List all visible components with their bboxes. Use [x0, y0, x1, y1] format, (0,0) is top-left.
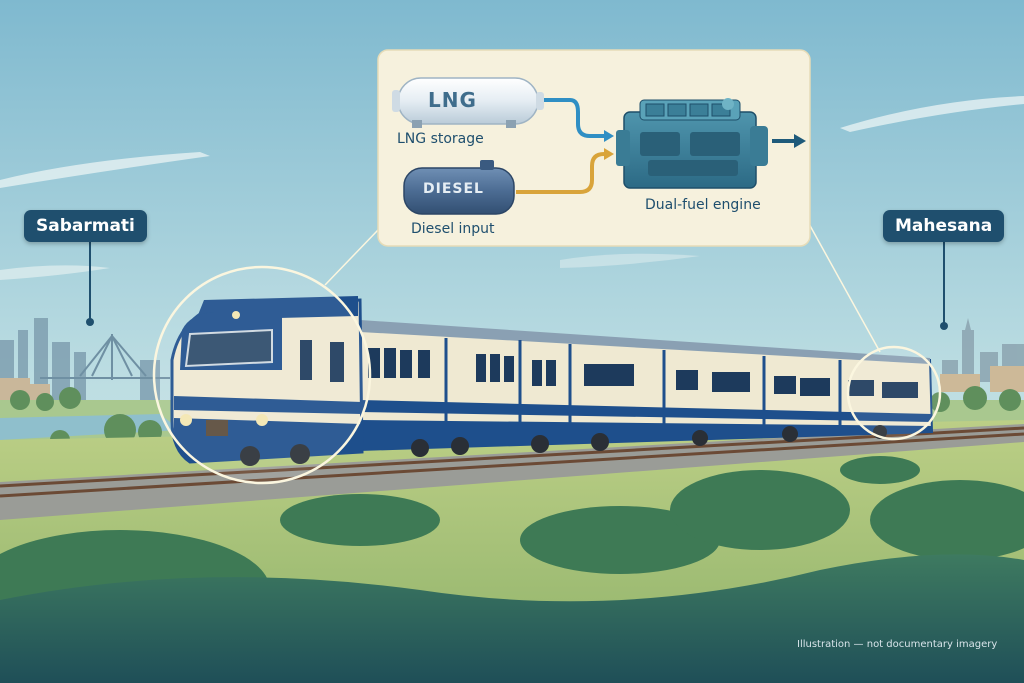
train [170, 296, 934, 466]
diesel-tank-label: DIESEL [423, 181, 484, 197]
tail-highlight-circle [846, 345, 942, 441]
rail [0, 426, 1024, 488]
engine-output-arrow-icon [794, 134, 806, 148]
diesel-input-caption: Diesel input [411, 221, 495, 237]
cloud [0, 265, 110, 280]
illustration-disclaimer: Illustration — not documentary imagery [797, 639, 998, 650]
lng-flow-arrow [604, 130, 614, 142]
dual-fuel-engine-caption: Dual-fuel engine [645, 197, 761, 213]
cloud [0, 152, 210, 188]
dual-fuel-engine-icon [616, 98, 768, 189]
callout-connector-right [807, 221, 881, 353]
buildings-right [940, 366, 1024, 392]
rail [0, 432, 1024, 498]
diesel-tank-icon [403, 160, 515, 215]
lng-storage-caption: LNG storage [397, 131, 484, 147]
station-label-sabarmati: Sabarmati [24, 210, 147, 242]
cloud [560, 253, 700, 268]
lng-flow-line [544, 98, 606, 138]
tree-line [10, 386, 1021, 450]
bridge [40, 334, 170, 380]
lng-tank-label: LNG [428, 88, 477, 112]
callout-connector-left [324, 229, 379, 286]
diesel-flow-line [516, 152, 606, 194]
river [0, 414, 180, 440]
cloud [840, 96, 1024, 132]
mahesana-pin [940, 322, 948, 330]
locomotive-highlight-circle [152, 265, 372, 485]
diesel-flow-arrow [604, 148, 614, 160]
foreground [0, 554, 1024, 683]
sabarmati-pin [86, 318, 94, 326]
station-label-mahesana: Mahesana [883, 210, 1005, 242]
city-skyline-left [0, 318, 160, 400]
lng-tank-icon [392, 77, 544, 128]
